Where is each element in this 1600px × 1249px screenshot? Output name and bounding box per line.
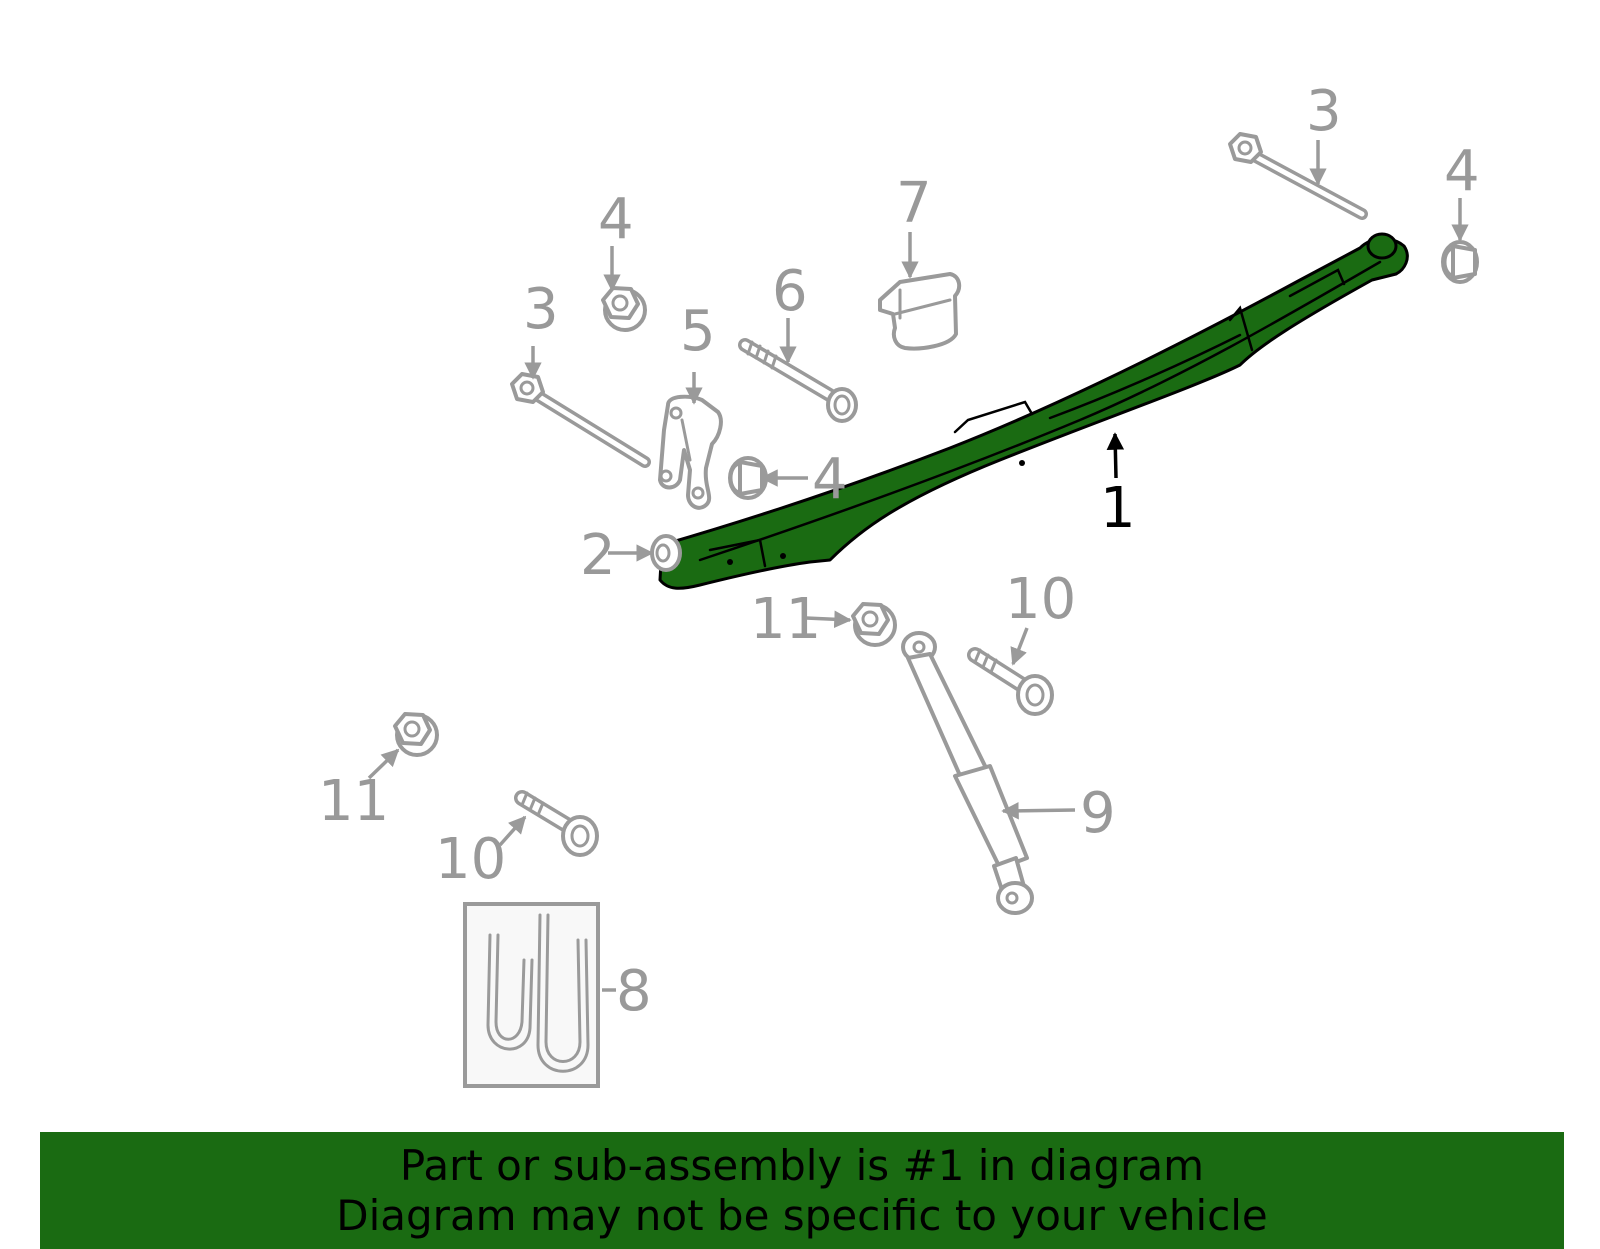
shackle-bolt[interactable]	[738, 338, 858, 423]
shackle[interactable]	[658, 394, 723, 510]
bolt-right[interactable]	[1228, 132, 1368, 220]
callout-3-right: 3	[1306, 79, 1342, 144]
callout-8: 8	[616, 959, 652, 1024]
nut-right[interactable]	[1441, 240, 1479, 284]
callout-10-upper: 10	[1005, 567, 1076, 632]
shock-absorber[interactable]	[901, 631, 1034, 915]
callout-7: 7	[896, 171, 932, 236]
u-bolt-kit[interactable]	[463, 902, 600, 1088]
bolt-left[interactable]	[510, 372, 651, 468]
nut-middle[interactable]	[728, 456, 768, 500]
shock-bolt-upper[interactable]	[967, 647, 1054, 716]
callout-1: 1	[1100, 476, 1136, 541]
callout-6: 6	[772, 259, 808, 324]
callouts: 1 2 3 3 4 4 4 5 6 7 8 9 10 10 11 11	[318, 79, 1480, 1024]
leaf-spring[interactable]	[658, 232, 1409, 590]
callout-9: 9	[1080, 781, 1116, 846]
bump-stop[interactable]	[878, 272, 962, 351]
callout-4-right: 4	[1444, 139, 1480, 204]
bushing[interactable]	[650, 534, 682, 572]
callout-3-left: 3	[523, 277, 559, 342]
shock-nut-lower[interactable]	[393, 712, 439, 757]
callout-4-middle: 4	[812, 447, 848, 512]
nut-upper-left[interactable]	[601, 286, 647, 332]
callout-5: 5	[680, 299, 716, 364]
info-banner: Part or sub-assembly is #1 in diagram Di…	[40, 1132, 1564, 1249]
banner-line-2: Diagram may not be specific to your vehi…	[336, 1190, 1268, 1240]
callout-11-upper: 11	[750, 587, 821, 652]
shock-nut-upper[interactable]	[851, 602, 897, 647]
shock-bolt-lower[interactable]	[514, 790, 599, 857]
banner-line-1: Part or sub-assembly is #1 in diagram	[399, 1140, 1205, 1190]
callout-10-lower: 10	[435, 827, 506, 892]
callout-2: 2	[580, 523, 616, 588]
leader-lines	[367, 140, 1469, 992]
callout-11-lower: 11	[318, 769, 389, 834]
callout-4-upper: 4	[598, 187, 634, 252]
